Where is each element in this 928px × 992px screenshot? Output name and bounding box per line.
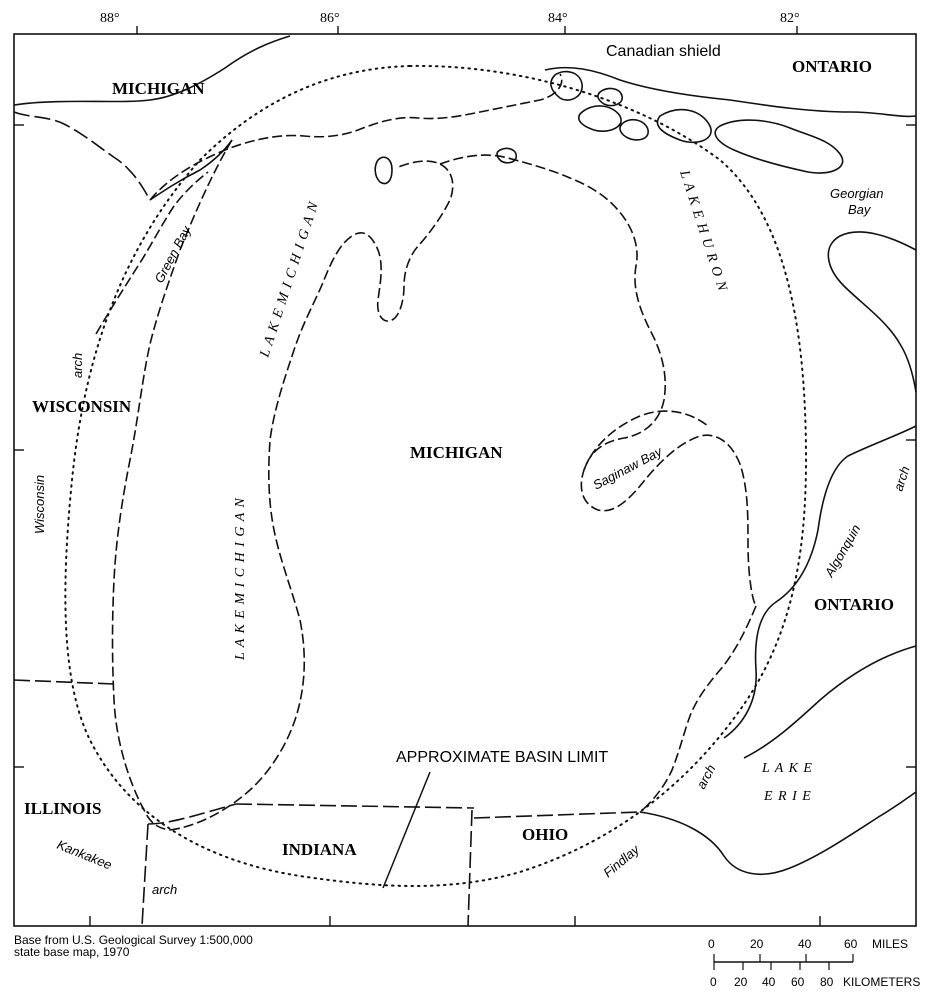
top-ticks [136, 26, 798, 34]
annotation-leader [382, 771, 431, 889]
lake-michigan-label-south: L A K E M I C H I G A N [233, 497, 248, 661]
basin-limit [64, 64, 808, 887]
georgian-bay-label-2: Bay [848, 202, 872, 217]
north-channel-islands [550, 70, 844, 174]
il-in-border [141, 823, 149, 927]
lake-erie-north-shore [743, 645, 917, 759]
georgian-bay-shore [827, 231, 917, 393]
ontario-peninsula-shore [723, 425, 917, 739]
mi-in-border [235, 803, 475, 809]
longitude-label-86: 86° [320, 11, 340, 26]
scale-km-40: 40 [762, 975, 776, 989]
wisconsin-arch-label: Wisconsin [32, 475, 47, 534]
state-label-michigan-lower: MICHIGAN [410, 443, 503, 462]
kankakee-arch-word: arch [152, 882, 177, 897]
map-frame [13, 33, 917, 927]
lake-erie-label-1: L A K E [761, 761, 813, 776]
lake-erie-south-shore [639, 791, 917, 876]
basin-limit-annotation: APPROXIMATE BASIN LIMIT [396, 749, 608, 766]
longitude-label-88: 88° [100, 11, 120, 26]
side-ticks [14, 124, 916, 768]
algonquin-arch-word: arch [891, 464, 913, 493]
canadian-shield-label: Canadian shield [606, 43, 721, 60]
state-label-ontario-north: ONTARIO [792, 57, 872, 76]
bottom-ticks [89, 916, 821, 926]
canadian-north-shore [544, 66, 917, 118]
lake-erie-label-2: E R I E [763, 789, 812, 804]
scale-bar: 0 20 40 60 MILES 0 20 40 60 80 KILOMETER… [708, 937, 920, 989]
state-label-michigan-upper: MICHIGAN [112, 79, 205, 98]
scale-miles-20: 20 [750, 937, 764, 951]
saginaw-bay-shore [583, 410, 709, 471]
longitude-label-84: 84° [548, 11, 568, 26]
detroit-area-shore [639, 605, 757, 813]
lake-michigan-label-north: L A K E M I C H I G A N [257, 200, 322, 361]
wi-mi-border [13, 111, 151, 201]
state-label-ontario-south: ONTARIO [814, 595, 894, 614]
findlay-arch-label: Findlay [600, 841, 643, 880]
green-bay-shore [149, 139, 233, 201]
state-label-wisconsin: WISCONSIN [32, 397, 132, 416]
small-island [496, 147, 518, 164]
scale-km-80: 80 [820, 975, 834, 989]
georgian-bay-label-1: Georgian [830, 186, 883, 201]
scale-miles-unit: MILES [872, 937, 908, 951]
algonquin-arch-label: Algonquin [821, 522, 863, 580]
scale-km-20: 20 [734, 975, 748, 989]
scale-km-unit: KILOMETERS [843, 975, 920, 989]
scale-miles-60: 60 [844, 937, 858, 951]
longitude-label-82: 82° [780, 11, 800, 26]
in-oh-border [467, 809, 473, 927]
kankakee-arch-label: Kankakee [55, 837, 114, 873]
lake-huron-label: L A K E H U R O N [676, 168, 730, 294]
state-label-indiana: INDIANA [282, 840, 357, 859]
scale-miles-40: 40 [798, 937, 812, 951]
state-label-illinois: ILLINOIS [24, 799, 101, 818]
green-bay-peninsula [95, 171, 209, 335]
lake-michigan-sw-shore [147, 803, 237, 825]
beaver-island [374, 156, 393, 185]
wi-il-border [13, 679, 115, 685]
upper-peninsula-coast [13, 35, 291, 106]
upper-peninsula-south-shore [149, 73, 563, 201]
arch-label-north: arch [70, 353, 85, 378]
scale-miles-0: 0 [708, 937, 715, 951]
state-label-ohio: OHIO [522, 825, 568, 844]
saginaw-bay-label: Saginaw Bay [590, 443, 665, 493]
lake-huron-west-shore [439, 154, 757, 607]
source-note-line1: Base from U.S. Geological Survey 1:500,0… [14, 933, 253, 947]
mi-oh-border [473, 811, 641, 819]
scale-km-60: 60 [791, 975, 805, 989]
scale-km-0: 0 [710, 975, 717, 989]
findlay-arch-word: arch [693, 762, 718, 791]
lake-michigan-west-shore [111, 139, 233, 831]
source-note-line2: state base map, 1970 [14, 945, 130, 959]
lake-michigan-east-shore [169, 160, 454, 831]
